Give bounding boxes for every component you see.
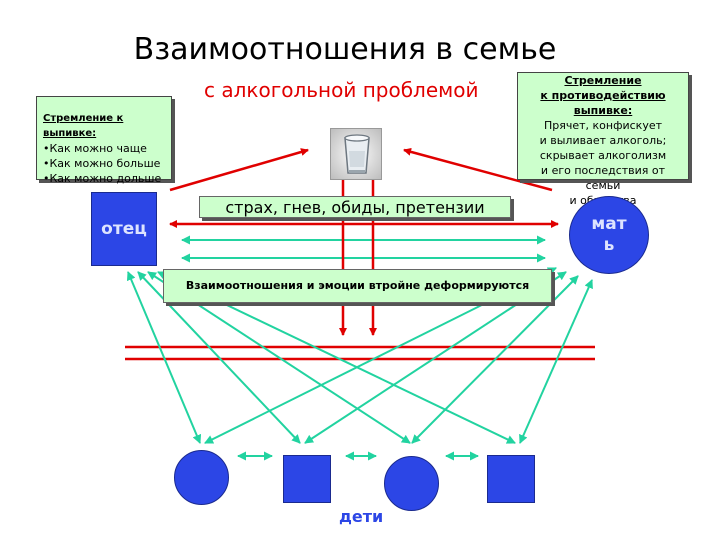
- child-node: [283, 455, 331, 503]
- glass-icon-drawing: [344, 134, 370, 174]
- mother-motivation-heading: Стремление к противодействию выпивке:: [522, 73, 684, 118]
- father-motivation-heading: Стремление к выпивке:: [43, 113, 124, 139]
- father-motivation-box: Стремление к выпивке: •Как можно чаще •К…: [36, 96, 172, 185]
- deformed-relations-label: Взаимоотношения и эмоции втройне деформи…: [163, 269, 552, 303]
- page-title: Взаимоотношения в семье: [133, 32, 557, 67]
- mother-heading-line: Стремление: [564, 74, 642, 87]
- mother-motivation-body: Прячет, конфискует и выливает алкоголь; …: [522, 118, 684, 208]
- mother-heading-line: к противодействию: [540, 89, 666, 102]
- mother-motivation-box: Стремление к противодействию выпивке: Пр…: [517, 72, 689, 207]
- arrow-mother-to-glass: [403, 147, 553, 192]
- mother-body-line: скрывает алкоголизм: [539, 149, 667, 162]
- page-subtitle: с алкогольной проблемой: [204, 78, 479, 102]
- mother-heading-line: выпивке:: [573, 104, 633, 117]
- father-motivation-item: •Как можно дольше: [43, 172, 162, 185]
- glass-icon: [330, 128, 382, 180]
- arrow-father-to-glass: [169, 148, 309, 192]
- child-node: [487, 455, 535, 503]
- mother-label: мать: [591, 214, 627, 255]
- children-label: дети: [339, 507, 384, 526]
- father-motivation-item: •Как можно чаще: [43, 142, 147, 155]
- mother-node: мать: [569, 196, 649, 274]
- mother-body-line: Прячет, конфискует: [543, 119, 663, 132]
- child-node: [384, 456, 439, 511]
- arrow-mother-child-4: [519, 279, 593, 444]
- father-motivation-item: •Как можно больше: [43, 157, 161, 170]
- mother-body-line: и выливает алкоголь;: [539, 134, 667, 147]
- mother-body-line: и его последствия от семьи: [540, 164, 666, 192]
- father-node: отец: [91, 192, 157, 266]
- emotions-label: страх, гнев, обиды, претензии: [199, 196, 511, 218]
- child-node: [174, 450, 229, 505]
